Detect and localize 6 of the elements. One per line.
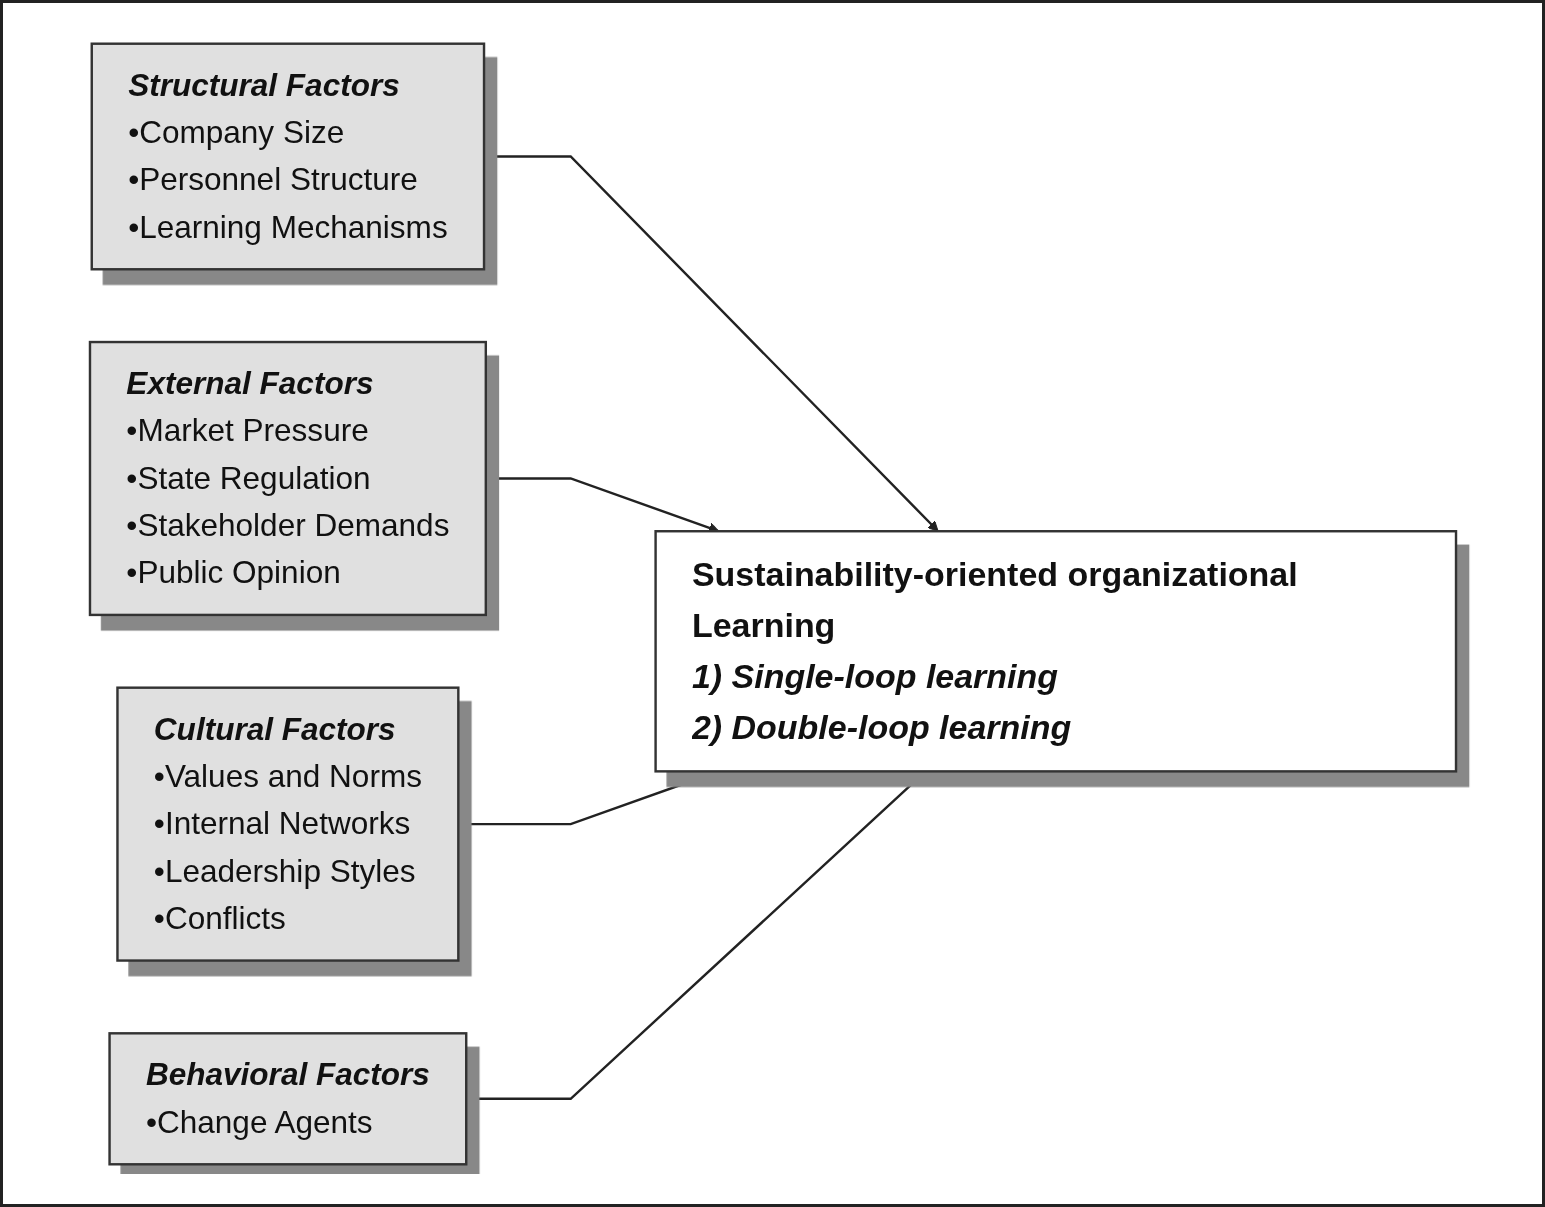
node-box: External Factors •Market Pressure •State Regulation •Stakeholder Demands •Public Opinion [88,340,487,616]
node-box: Behavioral Factors •Change Agents [107,1031,467,1165]
node-box: Sustainability-oriented organizational Learning 1) Single-loop learning 2) Double-loop learning [653,529,1457,773]
node-box: Structural Factors •Company Size •Personnel Structure •Learning Mechanisms [90,42,485,270]
node-box: Cultural Factors •Values and Norms •Internal Networks •Leadership Styles •Conflicts [115,685,460,962]
arrow [465,770,926,1100]
